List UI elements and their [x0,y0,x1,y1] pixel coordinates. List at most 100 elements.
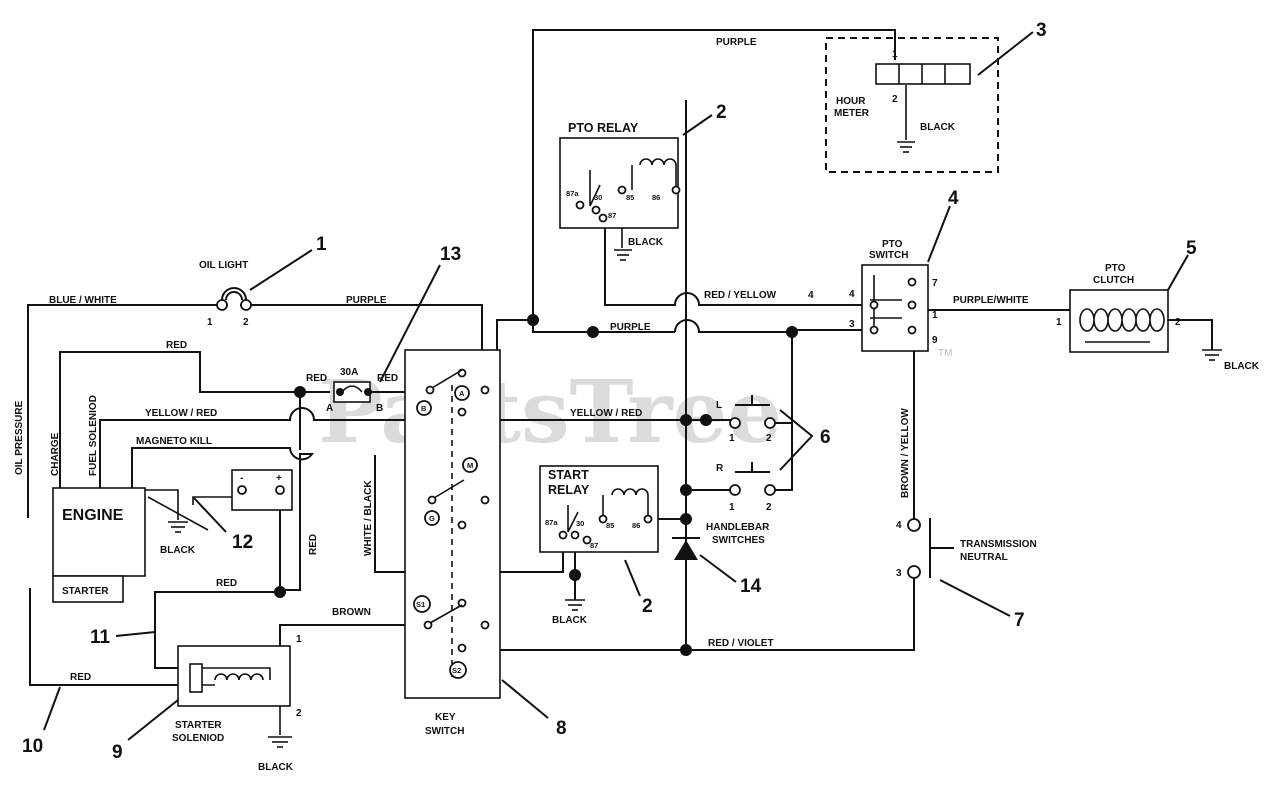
handlebar-label-2: SWITCHES [712,535,765,546]
wire-label-yellow-red-left: YELLOW / RED [145,408,217,419]
handlebar-switches: L 1 2 R 1 2 HANDLEBAR SWITCHES [706,395,776,546]
engine: ENGINE STARTER BLACK [52,487,196,603]
wire-label-purple-top: PURPLE [716,37,757,48]
fuse-pin-a: A [326,403,333,414]
transmission-neutral: 4 3 TRANSMISSION NEUTRAL [896,518,1037,579]
ground-icon [168,521,188,533]
callout-5: 5 [1186,238,1197,259]
handlebar-label-1: HANDLEBAR [706,522,770,533]
hour-meter-label-1: HOUR [836,96,866,107]
solenoid-pin-2: 2 [296,708,302,719]
battery-neg: - [240,473,243,484]
solenoid-label-2: SOLENIOD [172,733,224,744]
starter-label: STARTER [62,586,109,597]
callout-10: 10 [22,736,43,757]
key-terminal-s2: S2 [452,666,461,675]
start-relay: START RELAY 87a 30 87 85 86 BLACK [539,465,659,626]
start-relay-label-2: RELAY [548,483,590,497]
pto-clutch-label-2: CLUTCH [1093,275,1134,286]
callouts: 1 2 3 4 5 6 7 8 9 10 11 12 13 14 2 [22,20,1197,763]
pto-switch-label-2: SWITCH [869,250,908,261]
junction-dot [274,586,286,598]
fuse-label: 30A [340,367,358,378]
pto-switch-label-1: PTO [882,239,903,250]
hour-meter: 1 2 HOUR METER BLACK [825,37,999,173]
wire-label-fuel-solenoid: FUEL SOLENIOD [88,395,99,476]
key-terminal-a: A [459,389,465,398]
battery: - + [231,469,293,511]
junction-dot [680,644,692,656]
pto-relay: PTO RELAY 87a 30 87 85 86 BLACK [559,121,681,261]
ground-icon [614,249,632,261]
solenoid-label-1: STARTER [175,720,222,731]
pto-relay-pin-87: 87 [608,211,616,220]
start-relay-pin-87: 87 [590,541,598,550]
key-terminal-b: B [421,404,427,413]
wire-label-red-3: RED [377,373,398,384]
wire-label-red-starter: RED [70,672,91,683]
ground-icon [565,599,585,611]
wire-label-red-vertical: RED [308,534,319,555]
start-relay-pin-86: 86 [632,521,640,530]
starter-solenoid: 1 2 STARTER SOLENIOD BLACK [172,634,302,773]
pto-switch-pin-7: 7 [932,278,938,289]
wires [27,29,1213,686]
wire-label-brown: BROWN [332,607,371,618]
solenoid-black: BLACK [258,762,294,773]
transmission-label-2: NEUTRAL [960,552,1008,563]
wire-label-purple-mid: PURPLE [610,322,651,333]
ground-icon [268,736,292,748]
engine-label: ENGINE [62,507,124,524]
pto-relay-black: BLACK [628,237,664,248]
wire-label-blue-white: BLUE / WHITE [49,295,117,306]
wire-label-white-black: WHITE / BLACK [363,480,374,556]
oil-light-pin-1: 1 [207,317,213,328]
callout-4: 4 [948,188,959,209]
callout-6: 6 [820,427,831,448]
wire-label-purple-left: PURPLE [346,295,387,306]
battery-pos: + [276,473,282,484]
handlebar-l: L [716,400,722,411]
pto-clutch-black: BLACK [1224,361,1260,372]
wire-label-red-1: RED [166,340,187,351]
pto-relay-pin-30: 30 [594,193,602,202]
wire-label-purple-white: PURPLE/WHITE [953,295,1029,306]
callout-13: 13 [440,244,461,265]
callout-2-top: 2 [716,102,727,123]
junction-dot [700,414,712,426]
start-relay-pin-30: 30 [576,519,584,528]
handlebar-r-pin-1: 1 [729,502,735,513]
junction-dot [569,569,581,581]
pto-switch-pin-4: 4 [849,289,855,300]
junction-dot [587,326,599,338]
transmission-label-1: TRANSMISSION [960,539,1037,550]
callout-11: 11 [90,627,111,648]
callout-2-bottom: 2 [642,596,653,617]
callout-14: 14 [740,576,762,597]
hour-meter-pin-2: 2 [892,94,898,105]
key-terminal-m: M [467,461,473,470]
pto-relay-pin-85: 85 [626,193,634,202]
watermark-trademark: TM [938,348,952,359]
callout-1: 1 [316,234,327,255]
pto-relay-pin-86: 86 [652,193,660,202]
key-terminal-s1: S1 [416,600,425,609]
wire-label-brown-yellow: BROWN / YELLOW [900,408,911,498]
ground-icon [1202,349,1222,361]
start-relay-pin-85: 85 [606,521,614,530]
start-relay-pin-87a: 87a [545,518,558,527]
transmission-pin-3: 3 [896,568,902,579]
junction-dot [680,484,692,496]
pto-relay-pin-87a: 87a [566,189,579,198]
wire-label-red-battery: RED [216,578,237,589]
fuse-pin-b: B [376,403,383,414]
engine-black: BLACK [160,545,196,556]
callout-9: 9 [112,742,123,763]
callout-12: 12 [232,532,253,553]
key-switch-label-1: KEY [435,712,456,723]
solenoid-pin-1: 1 [296,634,302,645]
pto-clutch-label-1: PTO [1105,263,1126,274]
hour-meter-label-2: METER [834,108,870,119]
ground-icon [897,141,915,153]
